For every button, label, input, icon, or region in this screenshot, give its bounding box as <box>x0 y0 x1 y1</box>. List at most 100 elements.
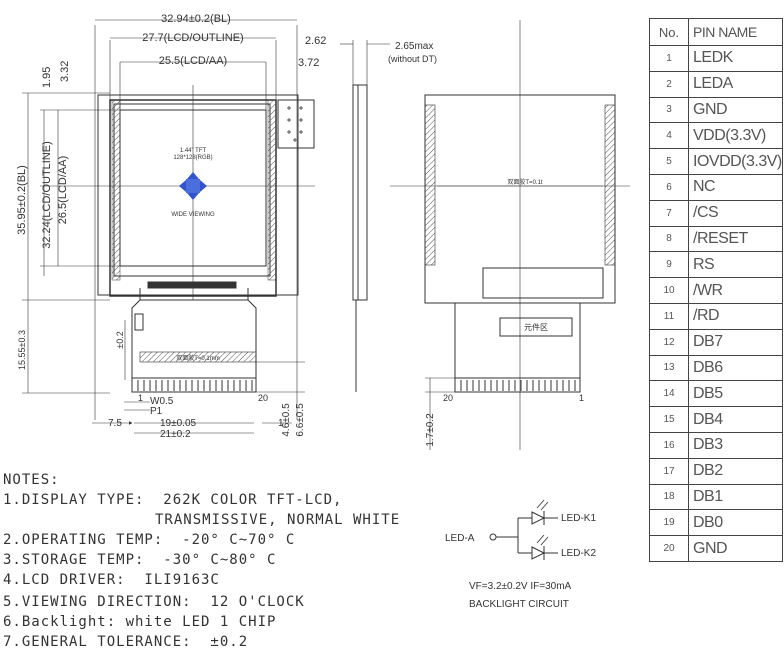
pin-number: 2 <box>649 70 689 98</box>
pin-number: 17 <box>649 457 689 485</box>
note-6: 6.Backlight: white LED 1 CHIP <box>3 614 277 630</box>
dim-width-bl: 32.94±0.2(BL) <box>161 13 231 25</box>
pin-name: VDD(3.3V) <box>688 122 783 150</box>
dim-332: 3.32 <box>59 61 71 82</box>
pin-row: 11/RD <box>649 302 783 330</box>
pin-name: GND <box>688 535 783 562</box>
pin-number: 7 <box>649 199 689 227</box>
pin-name: NC <box>688 173 783 201</box>
dim-75: 7.5 <box>108 418 122 429</box>
backlight-circuit <box>489 499 558 560</box>
header-pin-name: PIN NAME <box>688 18 783 46</box>
dim-1: 1 <box>278 418 284 429</box>
pin-name: GND <box>688 96 783 124</box>
pin-number: 12 <box>649 328 689 356</box>
pin-name: DB3 <box>688 431 783 459</box>
dim-19: 19±0.05 <box>160 418 197 429</box>
pin-number: 15 <box>649 406 689 433</box>
pin-name: /CS <box>688 199 783 227</box>
tft-label: 1.44" TFT <box>180 148 207 154</box>
dim-1555: 15.55±0.3 <box>17 330 27 370</box>
viewing-label: WIDE VIEWING <box>171 212 215 218</box>
pin-name: DB4 <box>688 406 783 433</box>
pin-number: 18 <box>649 483 689 511</box>
dim-height-bl: 35.95±0.2(BL) <box>16 165 28 235</box>
pin-number: 11 <box>649 302 689 330</box>
front-pin-left: 1 <box>138 393 143 403</box>
pin-name: DB5 <box>688 380 783 408</box>
back-tape-label: 双面胶T=0.1t <box>507 178 543 186</box>
pin-name: /RD <box>688 302 783 330</box>
dim-17: 1.7±0.2 <box>425 413 436 447</box>
dim-height-outline: 32.24(LCD/OUTLINE) <box>41 141 53 249</box>
dim-thickness: 2.65max <box>395 41 433 52</box>
back-pin-left: 20 <box>443 393 453 403</box>
pin-name: DB0 <box>688 509 783 537</box>
pin-number: 13 <box>649 354 689 382</box>
pin-name: /RESET <box>688 225 783 253</box>
backlight-spec: VF=3.2±0.2V IF=30mA <box>469 581 572 592</box>
front-tape-label: 双面胶T=0.1mm <box>176 354 220 362</box>
dim-p1: P1 <box>150 406 163 417</box>
back-pin-right: 1 <box>579 393 584 403</box>
dim-262: 2.62 <box>305 35 326 47</box>
pin-name: DB7 <box>688 328 783 356</box>
pin-name: /WR <box>688 277 783 304</box>
ledk2-label: LED-K2 <box>561 548 596 559</box>
dim-21: 21±0.2 <box>160 429 191 440</box>
pin-name: LEDK <box>688 45 783 72</box>
pin-number: 3 <box>649 96 689 124</box>
pin-number: 8 <box>649 225 689 253</box>
pin-table-header: No. PIN NAME <box>649 18 783 46</box>
pin-row: 7/CS <box>649 199 783 227</box>
pin-number: 10 <box>649 277 689 304</box>
front-pin-right: 20 <box>258 393 268 403</box>
pin-number: 19 <box>649 509 689 537</box>
note-5: 5.VIEWING DIRECTION: 12 O'CLOCK <box>3 594 305 610</box>
pin-number: 4 <box>649 122 689 150</box>
dim-width-aa: 25.5(LCD/AA) <box>159 55 227 67</box>
backlight-caption: BACKLIGHT CIRCUIT <box>469 599 569 610</box>
pin-number: 20 <box>649 535 689 562</box>
note-1a: 1.DISPLAY TYPE: 262K COLOR TFT-LCD, <box>3 492 343 508</box>
pin-name: DB1 <box>688 483 783 511</box>
dim-372: 3.72 <box>298 57 319 69</box>
pin-number: 6 <box>649 173 689 201</box>
note-4: 4.LCD DRIVER: ILI9163C <box>3 572 220 588</box>
dim-02: ±0.2 <box>115 331 125 348</box>
notes-title: NOTES: <box>3 472 60 488</box>
dim-66: 6.6±0.5 <box>295 403 306 437</box>
dim-width-outline: 27.7(LCD/OUTLINE) <box>142 32 243 44</box>
resolution-label: 128*128(RGB) <box>173 155 212 161</box>
front-view <box>22 19 315 434</box>
note-2: 2.OPERATING TEMP: -20° C~70° C <box>3 532 296 548</box>
pin-number: 9 <box>649 251 689 279</box>
pin-name: DB6 <box>688 354 783 382</box>
viewing-cross-icon <box>179 172 207 200</box>
pin-name: IOVDD(3.3V) <box>688 148 783 175</box>
component-area-label: 元件区 <box>524 322 548 332</box>
pin-row: 10/WR <box>649 277 783 304</box>
pin-name: DB2 <box>688 457 783 485</box>
header-no: No. <box>649 18 689 46</box>
leda-label: LED-A <box>445 533 475 544</box>
pin-number: 16 <box>649 431 689 459</box>
side-view <box>340 40 390 392</box>
dim-46: 4.6±0.5 <box>281 403 292 437</box>
